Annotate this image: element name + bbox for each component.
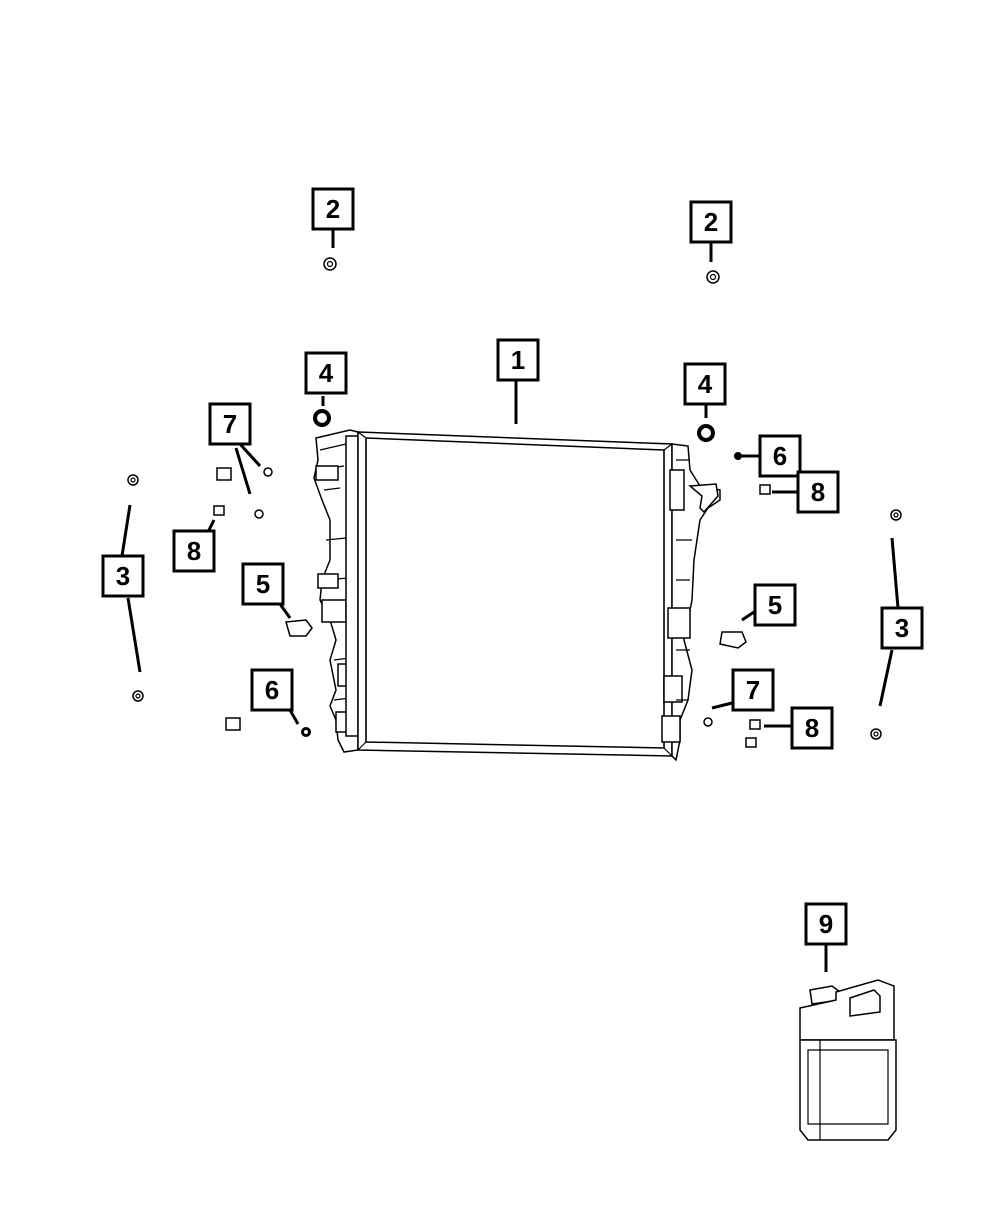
callout-2-right-text: 2 [704,207,718,237]
callout-4-left-text: 4 [319,358,334,388]
coolant-jug-drawing [799,979,897,1141]
callout-6-right: 6 [758,434,802,478]
callout-7-right-text: 7 [746,675,760,705]
callout-8-right-lower-text: 8 [805,713,819,743]
callout-5-left-text: 5 [256,569,270,599]
callout-8-right-lower: 8 [790,706,834,750]
clip-right-lower-b [745,737,757,748]
callout-3-left: 3 [101,554,145,598]
callout-5-right: 5 [753,583,797,627]
callout-4-right: 4 [683,362,727,406]
insulator-left-lower [132,690,144,702]
callout-6-right-text: 6 [773,441,787,471]
insulator-top-right [706,270,720,284]
washer-right [703,717,713,727]
clip-right-lower-a [749,719,761,730]
insulator-right-lower [870,728,882,740]
callout-7-left: 7 [208,402,252,446]
washer-left-lower [254,509,264,519]
clip-left-mid [213,505,225,516]
callout-1-text: 1 [511,345,525,375]
insulator-top-left [323,257,337,271]
clip-left-lower [225,717,241,731]
callout-3-right-text: 3 [895,613,909,643]
callout-2-left: 2 [311,187,355,231]
callout-6-left: 6 [250,668,294,712]
callout-9: 9 [804,902,848,946]
callout-5-left: 5 [241,562,285,606]
washer-left-upper [263,467,273,477]
clip-right-upper [759,484,771,495]
callout-8-left-text: 8 [187,536,201,566]
callout-3-left-text: 3 [116,561,130,591]
grommet-right [697,424,715,442]
grommet-left [313,409,331,427]
clip-left-upper [216,467,232,481]
callout-1: 1 [496,338,540,382]
nut-right-upper [734,452,742,460]
callout-4-left: 4 [304,351,348,395]
callout-5-right-text: 5 [768,590,782,620]
callout-3-right: 3 [880,606,924,650]
nut-left-lower [301,727,311,737]
radiator-drawing [313,429,721,762]
callout-6-left-text: 6 [265,675,279,705]
insulator-right-upper [890,509,902,521]
callout-2-left-text: 2 [326,194,340,224]
bracket-right [719,631,747,649]
callout-8-left: 8 [172,529,216,573]
callout-8-right-upper-text: 8 [811,477,825,507]
callout-7-left-text: 7 [223,409,237,439]
callout-2-right: 2 [689,200,733,244]
callout-9-text: 9 [819,909,833,939]
callout-8-right-upper: 8 [796,470,840,514]
bracket-left [285,619,313,637]
callout-7-right: 7 [731,668,775,712]
insulator-left-upper [127,474,139,486]
callout-4-right-text: 4 [698,369,713,399]
